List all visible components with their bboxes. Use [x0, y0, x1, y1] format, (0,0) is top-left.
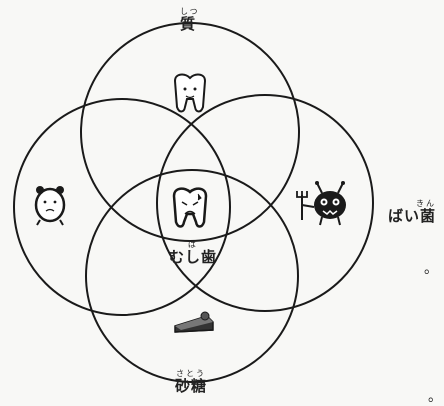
circle-left [13, 98, 231, 316]
edge-mark-1: 。 [424, 261, 438, 277]
cake-icon [174, 311, 214, 333]
edge-mark-2: 。 [428, 389, 442, 405]
label-center: ば むし歯 [169, 240, 218, 266]
circle-right [156, 94, 374, 312]
label-top: しつ 質 [180, 7, 200, 33]
germ-devil-icon [296, 181, 346, 226]
label-right: きん ばい菌 [388, 199, 437, 225]
label-bottom: さとう 砂糖 [175, 369, 208, 395]
circle-top [80, 22, 300, 242]
decayed-tooth-icon [172, 187, 208, 228]
tooth-icon [173, 73, 207, 113]
alarm-clock-icon [34, 186, 66, 226]
circle-bottom [85, 169, 299, 383]
